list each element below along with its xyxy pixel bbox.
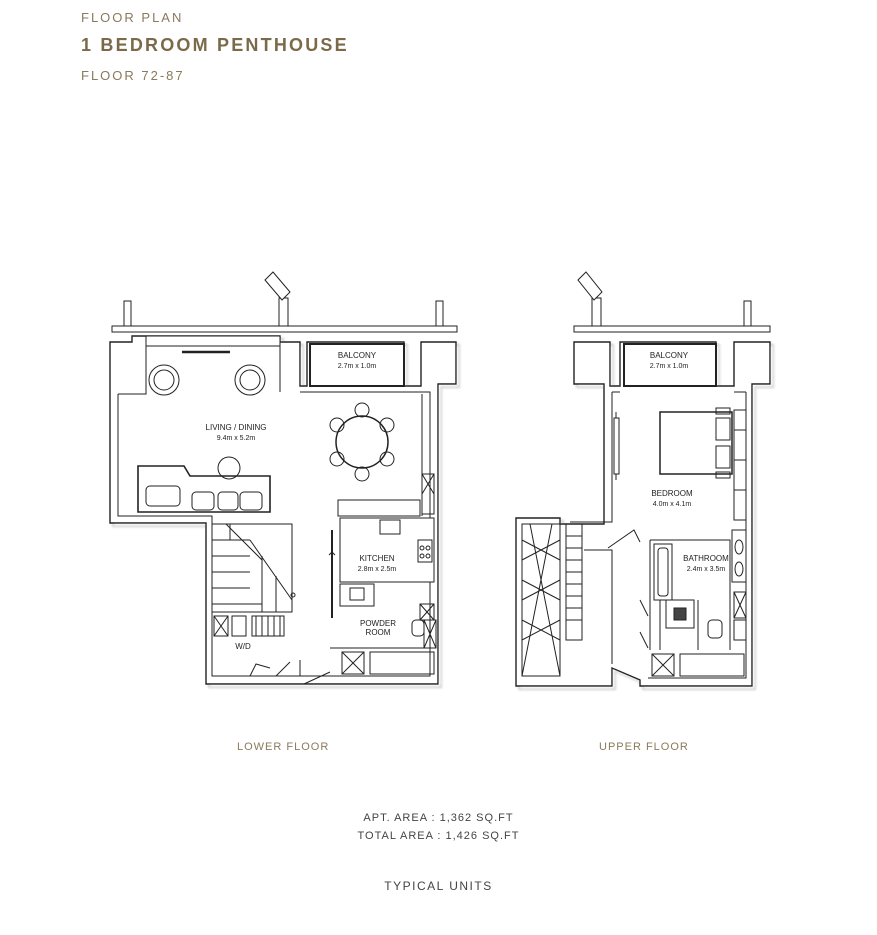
upper-floor-plan bbox=[515, 271, 771, 687]
page-title: 1 BEDROOM PENTHOUSE bbox=[81, 35, 349, 55]
eyebrow-label: FLOOR PLAN bbox=[81, 10, 184, 25]
floor-range: FLOOR 72-87 bbox=[81, 68, 185, 83]
bathroom-label: BATHROOM bbox=[683, 554, 729, 563]
typical-units-label: TYPICAL UNITS bbox=[384, 879, 493, 893]
washer-dryer-label: W/D bbox=[235, 642, 251, 651]
kitchen-label: KITCHEN bbox=[359, 554, 394, 563]
lower-balcony bbox=[309, 343, 405, 387]
total-area: TOTAL AREA : 1,426 SQ.FT bbox=[357, 830, 520, 842]
bedroom-label: BEDROOM bbox=[651, 489, 693, 498]
upper-floor-caption: UPPER FLOOR bbox=[599, 741, 689, 753]
bed bbox=[659, 411, 733, 475]
bedroom-size: 4.0m x 4.1m bbox=[653, 501, 692, 508]
lower-balcony-size: 2.7m x 1.0m bbox=[338, 363, 377, 370]
apartment-area: APT. AREA : 1,362 SQ.FT bbox=[363, 812, 514, 824]
upper-outer-wall bbox=[515, 341, 771, 687]
lower-balcony-label: BALCONY bbox=[338, 351, 377, 360]
upper-balcony-label: BALCONY bbox=[650, 351, 689, 360]
kitchen-size: 2.8m x 2.5m bbox=[358, 566, 397, 573]
dining-table bbox=[335, 415, 389, 469]
lower-floor-plan bbox=[109, 271, 458, 685]
upper-balcony-size: 2.7m x 1.0m bbox=[650, 363, 689, 370]
living-dining-size: 9.4m x 5.2m bbox=[217, 435, 256, 442]
powder-room-label-line1: POWDER bbox=[360, 619, 396, 628]
lower-floor-caption: LOWER FLOOR bbox=[237, 741, 330, 753]
upper-balcony bbox=[623, 343, 717, 387]
living-dining-label: LIVING / DINING bbox=[206, 423, 267, 432]
upper-room-labels: BALCONY 2.7m x 1.0m BEDROOM 4.0m x 4.1m … bbox=[650, 351, 729, 573]
bathroom-size: 2.4m x 3.5m bbox=[687, 566, 726, 573]
lower-room-labels: BALCONY 2.7m x 1.0m LIVING / DINING 9.4m… bbox=[206, 351, 397, 651]
powder-room-label-line2: ROOM bbox=[366, 628, 391, 637]
